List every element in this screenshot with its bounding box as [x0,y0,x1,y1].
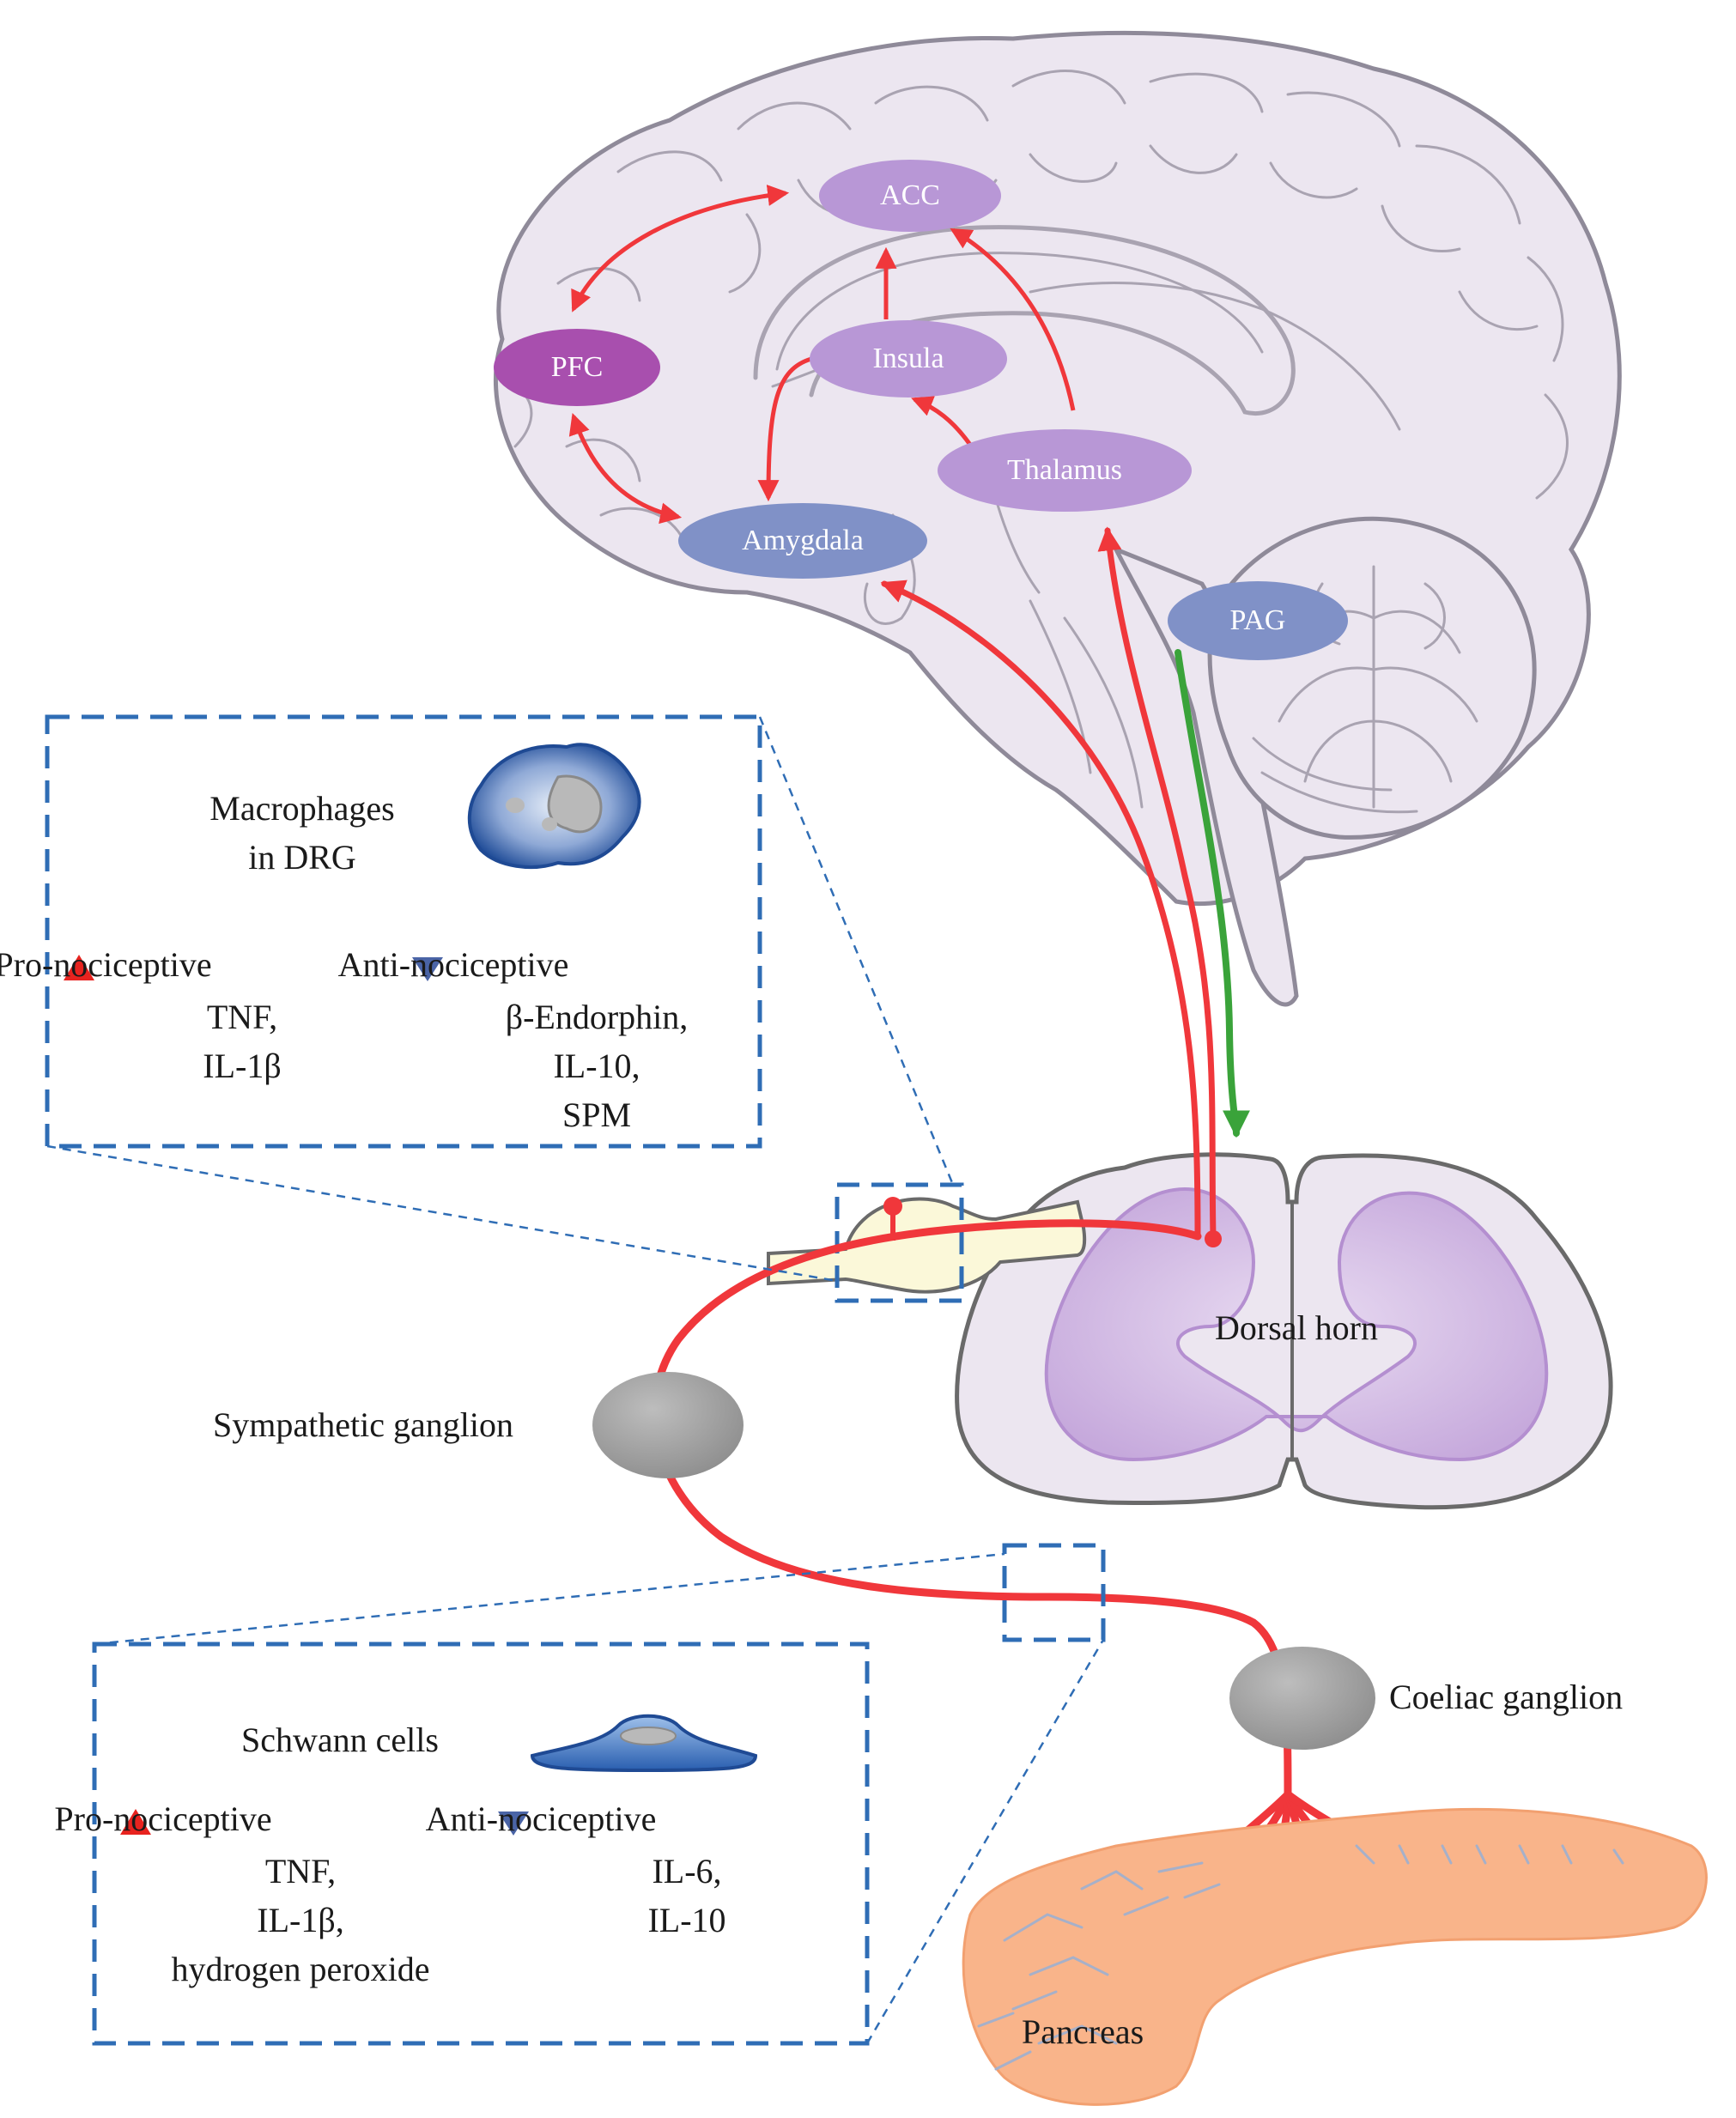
anti-nociceptive-marker-icon [412,957,443,981]
macrophage-title-line1: Macrophages [209,789,394,828]
schwann-pro-item: hydrogen peroxide [171,1950,429,1988]
macrophage-anti-header: Anti-nociceptive [338,945,569,984]
pag-label: PAG [1230,604,1286,636]
macrophage-anti-item: SPM [562,1095,631,1134]
amygdala-region: Amygdala [678,503,927,579]
arrow-pfc-amygdala [568,413,683,525]
pancreas: Pancreas [962,1807,1708,2106]
macrophage-pro-item: TNF, [207,998,277,1036]
spinoamygdala-tract [880,580,1201,1240]
sympathetic-ganglion-label: Sympathetic ganglion [213,1405,513,1444]
macrophage-title-line2: in DRG [248,838,356,877]
arrow-thalamus-insula [911,396,973,446]
pfc-label: PFC [551,351,604,383]
corpus-callosum [753,225,1296,416]
macrophage-anti-item: IL-10, [553,1047,640,1085]
schwann-anti-item: IL-10 [647,1901,725,1939]
schwann-info-box: Schwann cells Pro-nociceptive TNF, IL-1β… [54,1552,1105,2046]
acc-region: ACC [819,160,1001,232]
pag-region: PAG [1168,581,1348,660]
brain-connections [568,185,1076,525]
insula-region: Insula [810,320,1007,398]
nerve-highlight-box [1002,1543,1106,1642]
schwann-anti-item: IL-6, [652,1852,721,1890]
sympathetic-ganglion: Sympathetic ganglion [213,1372,744,1478]
anti-nociceptive-marker-icon [498,1812,529,1836]
schwann-title: Schwann cells [241,1720,439,1759]
macrophage-pro-header: Pro-nociceptive [0,945,212,984]
spinal-cord: Dorsal horn [955,1152,1613,1510]
macrophage-pro-item: IL-1β [203,1047,281,1085]
arrow-acc-pfc [571,185,790,313]
macrophage-cell-icon [467,743,641,869]
thalamus-label: Thalamus [1007,454,1122,486]
pro-nociceptive-marker-icon [120,1809,151,1835]
schwann-pro-item: IL-1β, [257,1901,343,1939]
macrophage-info-box: Macrophages in DRG Pro-nociceptive TNF, … [0,714,955,1283]
spinothalamic-tract [1097,526,1217,1240]
brain [493,30,1622,1007]
acc-label: ACC [880,179,940,211]
nerve-pathways [651,526,1421,1897]
thalamus-region: Thalamus [938,429,1192,512]
schwann-cell-icon [530,1714,758,1773]
macrophage-anti-item: β-Endorphin, [506,998,689,1036]
grey-matter [1044,1186,1549,1462]
dorsal-horn-label: Dorsal horn [1215,1308,1378,1347]
schwann-anti-header: Anti-nociceptive [426,1799,657,1838]
coeliac-ganglion: Coeliac ganglion [1229,1647,1623,1750]
insula-label: Insula [872,343,944,374]
amygdala-label: Amygdala [742,525,864,556]
drg-highlight-box [835,1182,964,1303]
arrow-thalamus-acc [950,228,1076,411]
coeliac-ganglion-label: Coeliac ganglion [1389,1678,1623,1716]
arrow-insula-amygdala [757,356,812,502]
pfc-region: PFC [494,329,660,406]
schwann-pro-item: TNF, [265,1852,336,1890]
pro-nociceptive-marker-icon [64,955,94,980]
visceral-afferent-nerve [651,1219,1292,1799]
pancreas-label: Pancreas [1022,2012,1144,2051]
schwann-pro-header: Pro-nociceptive [54,1799,271,1838]
descending-pag-pathway [1175,649,1250,1138]
